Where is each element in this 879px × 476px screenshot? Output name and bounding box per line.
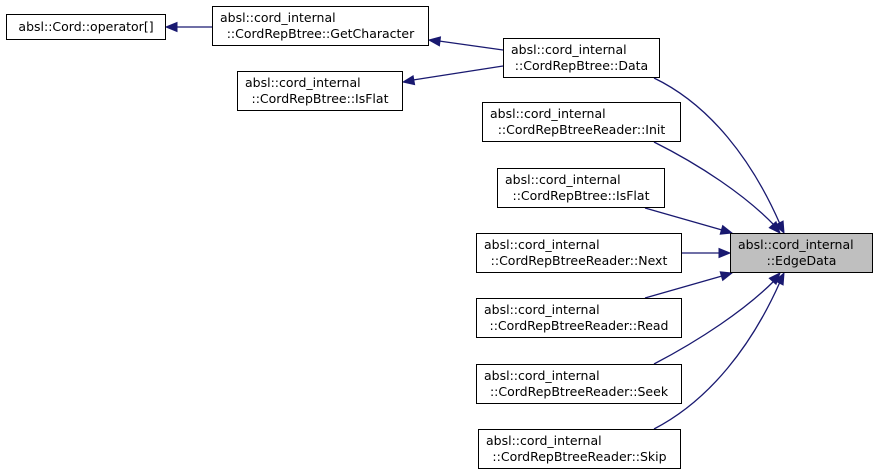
node-label-line1: absl::cord_internal — [484, 302, 600, 317]
node-label-line2: ::CordRepBtreeReader::Next — [490, 253, 668, 268]
node-cordrepbtree-isflat-2[interactable]: absl::cord_internal ::CordRepBtree::IsFl… — [497, 168, 665, 208]
node-label-line2: ::CordRepBtreeReader::Skip — [492, 449, 667, 464]
edge-edgedata-to-init-arrowhead — [768, 220, 781, 234]
node-cordrepbtree-isflat[interactable]: absl::cord_internal ::CordRepBtree::IsFl… — [237, 71, 403, 111]
node-cordrepbtreereader-next[interactable]: absl::cord_internal ::CordRepBtreeReader… — [476, 233, 682, 273]
edge-edgedata-to-data — [653, 77, 781, 225]
node-label: absl::Cord::operator[] — [18, 19, 154, 34]
edge-edgedata-to-read — [644, 275, 723, 299]
edge-data-to-getcharacter-arrowhead — [427, 36, 442, 47]
node-label-line2: ::CordRepBtree::GetCharacter — [226, 26, 415, 41]
node-cordrepbtree-data[interactable]: absl::cord_internal ::CordRepBtree::Data — [503, 38, 660, 78]
node-label-line2: ::EdgeData — [766, 253, 837, 268]
node-label-line2: ::CordRepBtree::Data — [514, 58, 649, 73]
node-label-line1: absl::cord_internal — [490, 106, 606, 121]
node-cordrepbtreereader-skip[interactable]: absl::cord_internal ::CordRepBtreeReader… — [478, 429, 681, 469]
edge-edgedata-to-seek — [653, 280, 775, 365]
node-cordrepbtree-getcharacter[interactable]: absl::cord_internal ::CordRepBtree::GetC… — [212, 6, 429, 46]
node-label-line1: absl::cord_internal — [486, 433, 602, 448]
node-label-line1: absl::cord_internal — [511, 42, 627, 57]
node-cordrepbtreereader-seek[interactable]: absl::cord_internal ::CordRepBtreeReader… — [476, 364, 682, 404]
node-label-line2: ::CordRepBtreeReader::Seek — [489, 384, 669, 399]
edge-data-to-isflat — [412, 65, 504, 81]
edge-edgedata-to-init — [653, 141, 775, 226]
edge-edgedata-to-skip-arrowhead — [774, 271, 785, 286]
node-cord-operator-index[interactable]: absl::Cord::operator[] — [6, 14, 166, 40]
node-label-line2: ::CordRepBtree::IsFlat — [251, 91, 389, 106]
node-cordrepbtreereader-read[interactable]: absl::cord_internal ::CordRepBtreeReader… — [476, 298, 682, 338]
edge-data-to-isflat-arrowhead — [401, 74, 416, 86]
edge-edgedata-to-skip — [653, 281, 781, 430]
edge-edgedata-to-isflat2 — [644, 207, 723, 231]
node-label-line2: ::CordRepBtree::IsFlat — [512, 188, 650, 203]
node-cordrepbtreereader-init[interactable]: absl::cord_internal ::CordRepBtreeReader… — [482, 102, 681, 142]
node-label-line1: absl::cord_internal — [505, 172, 621, 187]
node-label-line1: absl::cord_internal — [245, 75, 361, 90]
edge-edgedata-to-read-arrowhead — [719, 271, 734, 282]
node-label-line1: absl::cord_internal — [738, 237, 854, 252]
node-label-line2: ::CordRepBtreeReader::Read — [489, 318, 669, 333]
edge-edgedata-to-next-arrowhead — [718, 247, 732, 259]
edge-data-to-getcharacter — [438, 40, 504, 51]
edge-getcharacter-to-operator-arrowhead — [164, 21, 178, 33]
node-label-line1: absl::cord_internal — [220, 10, 336, 25]
node-edgedata-focus[interactable]: absl::cord_internal ::EdgeData — [730, 233, 873, 273]
node-label-line1: absl::cord_internal — [484, 368, 600, 383]
edge-edgedata-to-isflat2-arrowhead — [719, 224, 734, 235]
node-label-line2: ::CordRepBtreeReader::Init — [497, 122, 666, 137]
node-label-line1: absl::cord_internal — [484, 237, 600, 252]
